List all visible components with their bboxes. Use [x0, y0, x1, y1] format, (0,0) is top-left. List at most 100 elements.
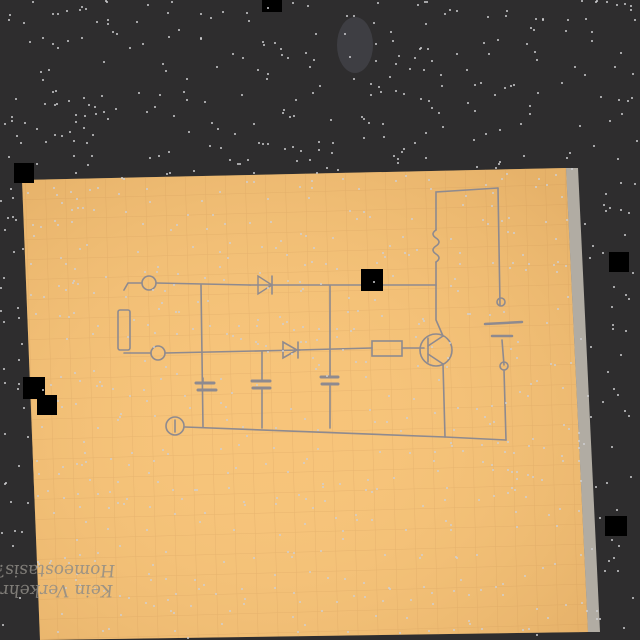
noise-speck — [634, 183, 636, 185]
noise-speck — [536, 608, 538, 610]
noise-speck — [508, 217, 510, 219]
noise-speck — [75, 172, 77, 174]
noise-speck — [344, 33, 346, 35]
noise-speck — [384, 554, 386, 556]
noise-speck — [133, 319, 135, 321]
noise-speck — [384, 256, 386, 258]
noise-speck — [49, 562, 51, 564]
noise-speck — [561, 455, 563, 457]
noise-speck — [536, 59, 538, 61]
noise-speck — [81, 464, 83, 466]
noise-speck — [275, 247, 277, 249]
noise-speck — [395, 180, 397, 182]
noise-speck — [186, 99, 188, 101]
noise-speck — [515, 511, 517, 513]
noise-speck — [565, 30, 567, 32]
noise-speck — [94, 106, 96, 108]
noise-speck — [617, 394, 619, 396]
noise-speck — [453, 429, 455, 431]
noise-speck — [199, 521, 201, 523]
noise-speck — [165, 366, 167, 368]
noise-speck — [403, 93, 405, 95]
noise-speck — [456, 557, 458, 559]
noise-speck — [279, 316, 281, 318]
noise-speck — [79, 554, 81, 556]
noise-speck — [446, 487, 448, 489]
noise-speck — [159, 94, 161, 96]
noise-speck — [321, 610, 323, 612]
noise-speck — [174, 513, 176, 515]
noise-speck — [211, 122, 213, 124]
noise-speck — [52, 13, 54, 15]
noise-speck — [234, 133, 236, 135]
noise-speck — [200, 37, 202, 39]
noise-speck — [356, 218, 358, 220]
noise-speck — [367, 479, 369, 481]
handwriting-line-2: Homeostasis? — [0, 560, 117, 580]
noise-speck — [76, 539, 78, 541]
noise-speck — [316, 172, 318, 174]
noise-speck — [428, 179, 430, 181]
noise-speck — [353, 78, 355, 80]
noise-speck — [73, 280, 75, 282]
noise-speck — [423, 586, 425, 588]
noise-speck — [118, 193, 120, 195]
noise-speck — [23, 22, 25, 24]
noise-speck — [169, 172, 171, 174]
noise-speck — [142, 223, 144, 225]
noise-speck — [204, 101, 206, 103]
noise-speck — [609, 207, 611, 209]
noise-speck — [57, 400, 59, 402]
noise-speck — [66, 338, 68, 340]
artifact-square — [605, 516, 627, 536]
noise-speck — [406, 417, 408, 419]
noise-speck — [150, 579, 152, 581]
noise-speck — [200, 38, 202, 40]
noise-speck — [65, 289, 67, 291]
noise-speck — [166, 173, 168, 175]
noise-speck — [623, 627, 625, 629]
noise-speck — [267, 7, 269, 9]
noise-speck — [578, 440, 580, 442]
noise-speck — [389, 588, 391, 590]
noise-speck — [52, 43, 54, 45]
noise-speck — [302, 326, 304, 328]
noise-speck — [101, 385, 103, 387]
noise-speck — [48, 69, 50, 71]
noise-speck — [431, 107, 433, 109]
noise-speck — [220, 448, 222, 450]
noise-speck — [578, 510, 580, 512]
noise-speck — [324, 500, 326, 502]
noise-speck — [591, 548, 593, 550]
noise-speck — [373, 281, 375, 283]
noise-speck — [196, 489, 198, 491]
noise-speck — [375, 43, 377, 45]
noise-speck — [83, 441, 85, 443]
noise-speck — [332, 237, 334, 239]
noise-speck — [74, 268, 76, 270]
noise-speck — [85, 461, 87, 463]
noise-speck — [305, 52, 307, 54]
noise-speck — [523, 155, 525, 157]
noise-speck — [92, 134, 94, 136]
noise-speck — [499, 129, 501, 131]
noise-speck — [8, 19, 10, 21]
noise-speck — [375, 615, 377, 617]
noise-speck — [97, 187, 99, 189]
noise-speck — [484, 416, 486, 418]
handwritten-note: Kein Verkehr Homeostasis? — [0, 560, 116, 600]
noise-speck — [527, 474, 529, 476]
noise-speck — [398, 55, 400, 57]
noise-speck — [117, 502, 119, 504]
noise-speck — [107, 118, 109, 120]
noise-speck — [428, 100, 430, 102]
noise-speck — [476, 554, 478, 556]
noise-speck — [587, 395, 589, 397]
noise-speck — [342, 178, 344, 180]
noise-speck — [562, 387, 564, 389]
noise-speck — [287, 280, 289, 282]
noise-speck — [33, 235, 35, 237]
noise-speck — [567, 19, 569, 21]
noise-speck — [286, 254, 288, 256]
noise-speck — [275, 427, 277, 429]
